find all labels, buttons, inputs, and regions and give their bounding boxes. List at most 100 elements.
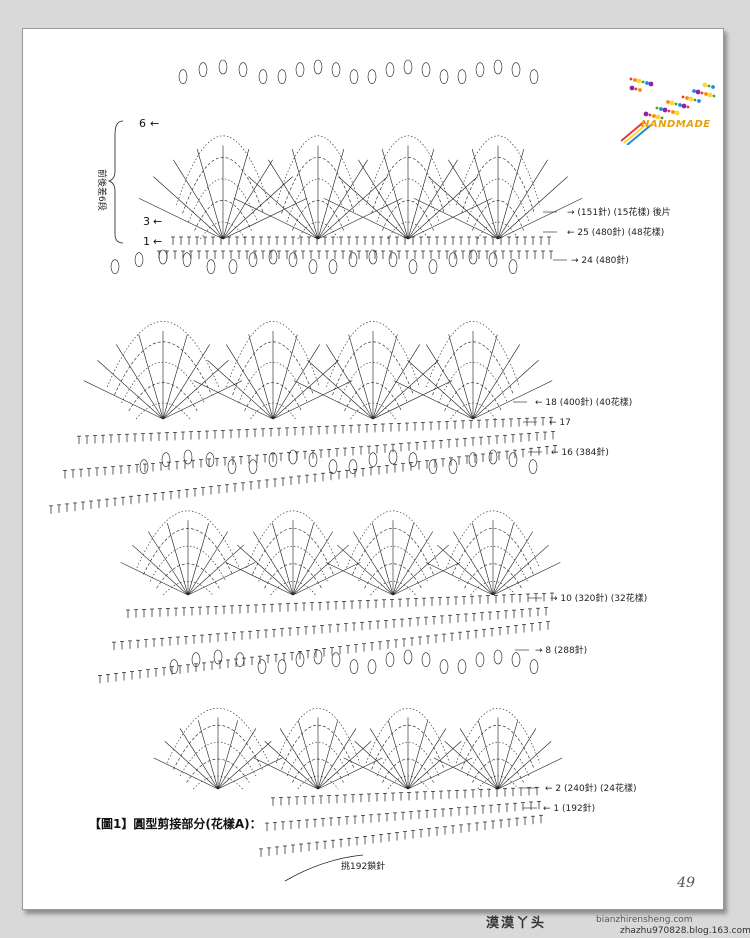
fan-arc (365, 707, 451, 764)
fan-arc (166, 707, 270, 764)
logo-dot (659, 107, 663, 111)
picot-shell (161, 452, 171, 467)
fan-spoke (381, 149, 409, 240)
fan-spoke (193, 380, 274, 420)
logo-dot (645, 81, 649, 85)
logo-dot (655, 114, 661, 120)
fan-spoke (472, 380, 553, 420)
picot-shell (313, 59, 323, 75)
logo-dot (707, 84, 711, 88)
fan-spoke (477, 720, 499, 790)
picot-shell (331, 652, 341, 667)
fan-spoke (407, 360, 474, 420)
logo-dot (704, 92, 708, 96)
fan-spoke (222, 149, 250, 240)
fan-arc (455, 135, 541, 206)
fan-spoke (153, 176, 224, 240)
fan-arc (432, 341, 514, 396)
picot-shell (235, 652, 245, 667)
row-label-2: ← 2 (240針) (24花樣) (545, 782, 637, 794)
picot-shell (493, 649, 503, 665)
picot-shell (457, 69, 467, 84)
picot-shell (288, 252, 298, 267)
picot-shell (511, 62, 521, 77)
picot-shell (439, 659, 449, 674)
fan-spoke (354, 741, 409, 790)
fan-spoke (459, 728, 499, 790)
fan-spoke (317, 197, 403, 240)
fan-spoke (358, 159, 409, 240)
fan-spoke (272, 360, 339, 420)
crochet-chart: → (151針) (15花樣) 後片 ← 25 (480針) (48花樣) → … (49, 59, 671, 882)
picot-shell (421, 652, 431, 667)
left-row-arrow-3: ← (153, 215, 162, 228)
logo-dot (700, 91, 704, 95)
fan-spoke (187, 544, 244, 596)
picot-shell (448, 252, 458, 267)
fan-spoke (187, 531, 228, 596)
picot-shell (328, 259, 338, 274)
row-label-25: ← 25 (480針) (48花樣) (567, 226, 664, 238)
fan-spoke (233, 197, 319, 240)
fan-spoke (317, 176, 388, 240)
logo-dot (711, 85, 715, 89)
fan-spoke (497, 728, 537, 790)
fan-spoke (387, 720, 409, 790)
logo-dot (674, 102, 678, 106)
fan-spoke (222, 176, 293, 240)
logo-dot (652, 114, 656, 118)
logo-dot (662, 107, 668, 113)
logo-dot (666, 100, 670, 104)
fan-arc (458, 545, 528, 582)
watermark-text: 漠漠丫头 (486, 916, 547, 931)
fan-spoke (471, 149, 499, 240)
fan-arc (466, 178, 530, 223)
left-row-num-1: 1 (143, 235, 150, 248)
fan-spoke (413, 197, 499, 240)
fan-arc (464, 563, 522, 589)
picot-shell (488, 449, 498, 465)
fan-spoke (448, 159, 499, 240)
fan-spoke (292, 544, 349, 596)
fan-spoke (292, 523, 314, 596)
picot-shell (457, 659, 467, 674)
left-row-arrow-1: ← (153, 235, 162, 248)
picot-shell (313, 649, 323, 665)
picot-shell (158, 249, 168, 265)
picot-shell (439, 69, 449, 84)
row-label-10: → 10 (320針) (32花樣) (550, 592, 647, 604)
fan-spoke (153, 757, 219, 790)
picot-shell (511, 652, 521, 667)
picot-shell (488, 252, 498, 267)
fan-arc (364, 563, 422, 589)
picot-shell (475, 62, 485, 77)
fan-spoke (268, 159, 319, 240)
handmade-logo: HANDMADE (620, 75, 716, 146)
picot-shell (295, 62, 305, 77)
row-label-1: ← 1 (192針) (543, 802, 595, 814)
logo-dot (634, 87, 638, 91)
watermark-url-secondary: bianzhirensheng.com (596, 915, 693, 925)
logo-dot (638, 88, 642, 92)
fan-spoke (317, 741, 372, 790)
fan-spoke (116, 344, 164, 420)
fan-arc (275, 707, 361, 764)
fan-spoke (407, 757, 473, 790)
logo-dot (655, 106, 659, 110)
fan-arc (352, 528, 434, 575)
fan-arc (232, 341, 314, 396)
picot-shell (403, 649, 413, 665)
picot-shell (205, 452, 215, 467)
picot-shell (198, 62, 208, 77)
fan-arc (466, 742, 530, 777)
logo-dot (641, 80, 645, 84)
watermark-url: zhazhu970828.blog.163.com (620, 926, 750, 936)
fan-spoke (392, 531, 433, 596)
logo-dot (671, 110, 675, 114)
fan-spoke (433, 757, 499, 790)
picot-shell (385, 62, 395, 77)
picot-shell (403, 59, 413, 75)
left-row-num-3: 3 (143, 215, 150, 228)
picot-shell (183, 449, 193, 465)
fan-spoke (120, 562, 189, 596)
